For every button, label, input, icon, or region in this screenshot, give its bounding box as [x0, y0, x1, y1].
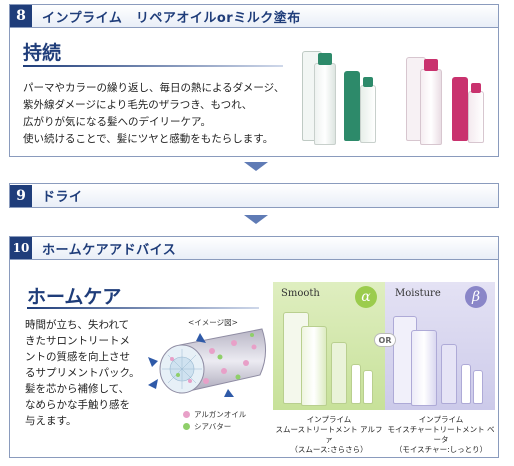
smooth-product-panel: Smooth α: [273, 282, 385, 410]
smooth-product-sachet: [363, 370, 373, 404]
home-care-line: きたサロントリートメ: [25, 335, 130, 347]
home-care-line: 与えます。: [25, 415, 77, 427]
smooth-caption: インプライム スムーストリートメント アルファ （スムース:さらさら）: [273, 415, 385, 455]
moisture-product-panel: Moisture β: [385, 282, 495, 410]
hair-fiber-lines: [162, 349, 202, 389]
absorb-arrows: [148, 333, 234, 397]
step-9-panel: 9 ドライ: [9, 183, 499, 208]
repair-oil-milk-products-image: [300, 35, 495, 153]
shea-butter-dot-icon: [183, 423, 190, 430]
shea-butter-dots: [176, 333, 254, 380]
down-arrow-icon: [244, 215, 268, 224]
down-arrow-icon: [244, 162, 268, 171]
step-9-header: 9 ドライ: [10, 184, 498, 207]
step-8-line: 紫外線ダメージにより毛先のザラつき、もつれ、: [23, 99, 253, 111]
home-care-line: ントの質感を向上させ: [25, 351, 130, 363]
moisture-caption-line: モイスチャートリートメント ベータ: [387, 425, 495, 444]
home-care-line: 時間が立ち、失われて: [25, 319, 130, 331]
step-9-title: ドライ: [42, 190, 83, 205]
bottle-cap: [471, 83, 481, 93]
moisture-product-sachet: [461, 364, 471, 404]
legend-argan-oil-label: アルガンオイル: [194, 410, 247, 419]
bottle-cap: [363, 77, 373, 87]
smooth-product-tube: [301, 326, 327, 406]
moisture-caption-line: （モイスチャー:しっとり）: [394, 445, 488, 454]
milk-product-bottle: [468, 91, 484, 143]
step-8-panel: 8 インプライム リペアオイルorミルク塗布 持続 パーマやカラーの繰り返し、毎…: [9, 4, 499, 157]
moisture-caption-line: インプライム: [418, 415, 464, 424]
beta-badge: β: [465, 286, 487, 308]
argan-oil-dot-icon: [183, 411, 190, 418]
smooth-product-sachet: [351, 364, 361, 404]
smooth-product-box: [331, 342, 347, 404]
step-10-header: 10 ホームケアアドバイス: [10, 237, 498, 260]
step-8-subtitle-underline: [23, 65, 283, 67]
smooth-caption-line: インプライム: [306, 415, 352, 424]
or-badge: OR: [374, 333, 396, 347]
alpha-badge: α: [355, 286, 377, 308]
home-care-line: 髪を芯から補修して、: [25, 383, 130, 395]
smooth-name: Smooth: [281, 288, 320, 299]
repair-product-box: [344, 71, 360, 141]
moisture-name: Moisture: [395, 288, 441, 299]
home-care-description: 時間が立ち、失われて きたサロントリートメ ントの質感を向上させ るサプリメント…: [25, 317, 145, 429]
image-diagram-label: <イメージ図>: [188, 318, 238, 327]
step-8-line: 広がりが気になる髪へのデイリーケア。: [23, 116, 211, 128]
step-10-panel: 10 ホームケアアドバイス ホームケア 時間が立ち、失われて きたサロントリート…: [9, 236, 499, 458]
moisture-product-box: [441, 344, 457, 404]
legend-shea-butter-label: シアバター: [194, 422, 232, 431]
milk-product-bottle: [420, 69, 442, 145]
step-8-header: 8 インプライム リペアオイルorミルク塗布: [10, 5, 498, 28]
moisture-product-sachet: [473, 370, 483, 404]
home-care-subtitle-underline: [27, 307, 259, 309]
step-8-title: インプライム リペアオイルorミルク塗布: [42, 10, 301, 26]
home-care-line: なめらかな手触り感を: [25, 399, 130, 411]
step-10-title: ホームケアアドバイス: [42, 242, 177, 258]
home-care-line: るサプリメントパック。: [25, 367, 140, 379]
home-care-subtitle: ホームケア: [27, 286, 122, 308]
step-8-number: 8: [10, 5, 32, 27]
hair-cross-section-illustration: [148, 328, 266, 397]
moisture-product-tube: [411, 330, 437, 406]
moisture-caption: インプライム モイスチャートリートメント ベータ （モイスチャー:しっとり）: [385, 415, 497, 455]
step-10-number: 10: [10, 237, 32, 259]
bottle-cap: [424, 59, 438, 71]
step-8-subtitle: 持続: [23, 42, 62, 64]
legend-shea-butter: シアバター: [183, 421, 231, 432]
legend-argan-oil: アルガンオイル: [183, 409, 246, 420]
repair-product-bottle: [314, 63, 336, 145]
repair-product-bottle: [360, 85, 376, 143]
bottle-cap: [318, 53, 332, 65]
smooth-caption-line: （スムース:さらさら）: [290, 445, 368, 454]
step-8-description: パーマやカラーの繰り返し、毎日の熱によるダメージ、 紫外線ダメージにより毛先のザ…: [23, 80, 303, 148]
smooth-caption-line: スムーストリートメント アルファ: [275, 425, 383, 444]
milk-product-box: [452, 77, 468, 141]
step-9-number: 9: [10, 184, 32, 207]
step-8-line: 使い続けることで、髪にツヤと感動をもたらします。: [23, 133, 274, 145]
argan-oil-dots: [170, 340, 257, 384]
step-8-line: パーマやカラーの繰り返し、毎日の熱によるダメージ、: [23, 82, 285, 94]
